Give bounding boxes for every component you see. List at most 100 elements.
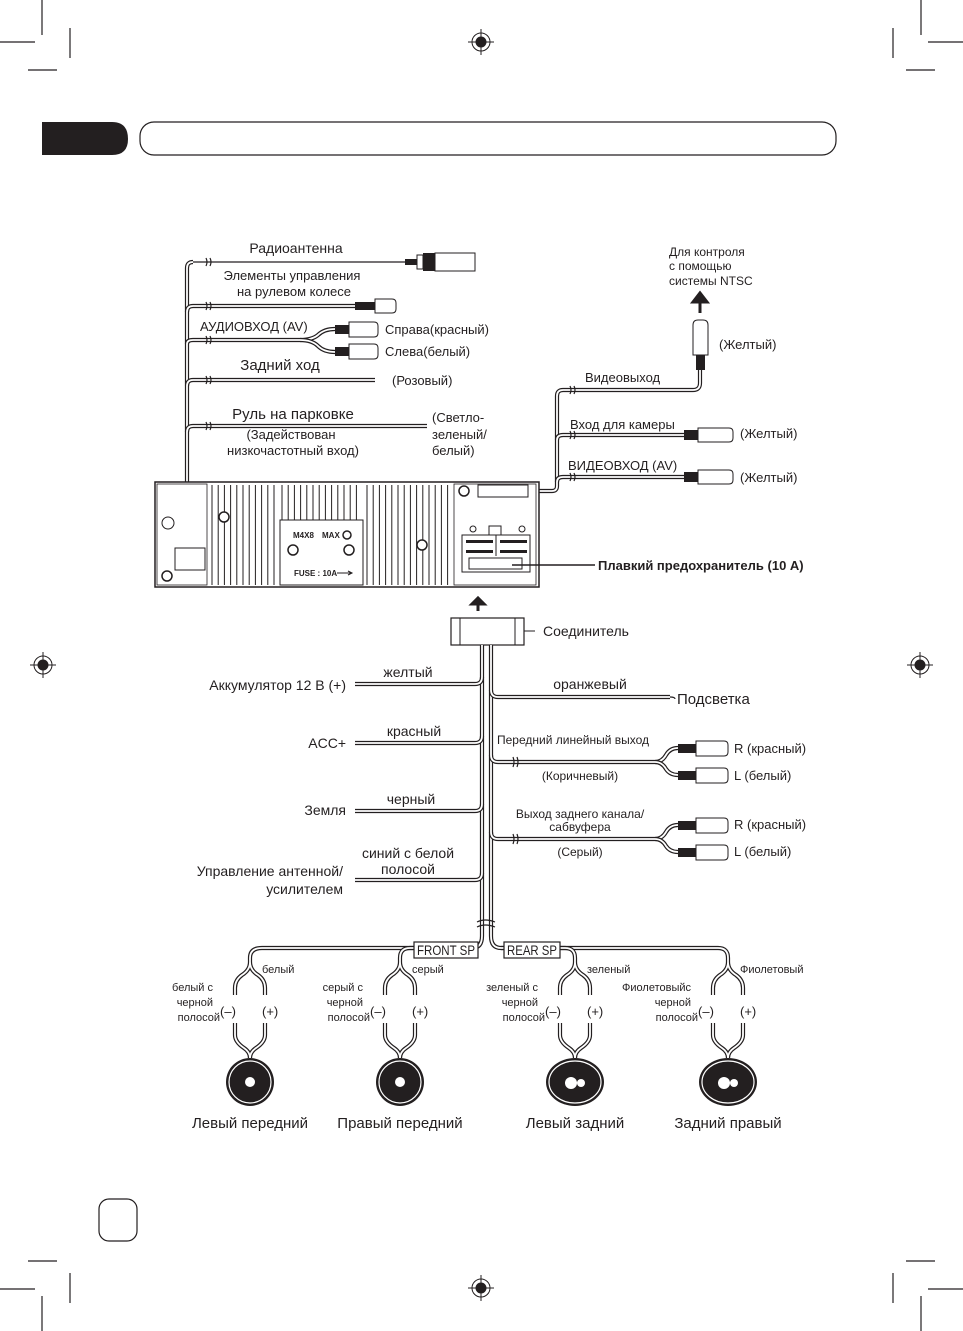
header-bar — [139, 121, 837, 156]
speaker-negative-wire-color-line1: зеленый с — [486, 982, 538, 994]
speaker-tweeter — [730, 1079, 738, 1087]
label-audio-in: АУДИОВХОД (AV) — [200, 319, 308, 334]
speaker-lead-bottom-inner — [384, 1023, 416, 1059]
speaker-negative-wire-color-line1: серый с — [323, 982, 364, 994]
speaker-minus-label: (–) — [370, 1004, 386, 1019]
speaker-name: Левый задний — [526, 1115, 625, 1132]
speaker-woofer — [718, 1077, 730, 1089]
speaker-ring — [701, 1060, 755, 1104]
speaker-lead-bottom — [557, 1023, 593, 1059]
speaker-woofer — [565, 1077, 577, 1089]
label-audio-left: Слева(белый) — [385, 344, 470, 359]
label-reverse-color: (Розовый) — [392, 373, 452, 388]
label-camera-in-color: (Желтый) — [740, 426, 797, 441]
label-antenna-control-color-line1: синий с белой — [362, 845, 454, 861]
label-steering-line1: Элементы управления — [224, 268, 361, 283]
speaker-lead-top-inner — [234, 958, 266, 995]
label-parking: Руль на парковке — [232, 406, 354, 423]
label-ntsc-line1: Для контроля — [669, 245, 745, 259]
speaker-positive-wire-color: Фиолетовый — [740, 964, 803, 976]
label-rear-l: L (белый) — [734, 844, 791, 859]
speaker-center — [245, 1077, 255, 1087]
label-video-out-color: (Желтый) — [719, 337, 776, 352]
speaker-4: (–)(+)ФиолетовыйФиолетовыйсчернойполосой… — [622, 958, 803, 1132]
rear-sp-tag: REAR SP — [507, 942, 557, 958]
label-audio-right: Справа(красный) — [385, 322, 489, 337]
speaker-ring — [548, 1060, 602, 1104]
speaker-plus-label: (+) — [412, 1004, 428, 1019]
label-front-line-color: (Коричневый) — [542, 769, 618, 783]
label-rear-line-out-line2: сабвуфера — [549, 820, 611, 834]
speaker-ring — [378, 1060, 422, 1104]
connector — [450, 617, 535, 646]
label-rear-line-color: (Серый) — [557, 845, 602, 859]
label-screw-size: M4X8 — [293, 531, 314, 540]
speaker-name: Задний правый — [674, 1115, 781, 1132]
speaker-lead-bottom-inner — [559, 1023, 591, 1059]
front-sp-tag: FRONT SP — [417, 942, 475, 958]
speaker-positive-wire-color: зеленый — [587, 964, 630, 976]
page-number-box — [98, 1198, 138, 1242]
label-illumination-color: оранжевый — [553, 676, 627, 692]
label-parking-color-line3: белый) — [432, 443, 475, 458]
speaker-positive-wire-color: серый — [412, 964, 444, 976]
label-illumination: Подсветка — [677, 691, 750, 708]
speaker-minus-label: (–) — [545, 1004, 561, 1019]
speaker-negative-wire-color-line3: полосой — [178, 1012, 220, 1024]
speaker-tweeter — [577, 1079, 585, 1087]
label-ground: Земля — [304, 802, 346, 818]
label-rear-line-out-line1: Выход заднего канала/ — [516, 807, 645, 821]
speaker-minus-label: (–) — [220, 1004, 236, 1019]
label-steering-line2: на рулевом колесе — [237, 284, 351, 299]
registration-mark-top — [468, 29, 494, 55]
label-rear-r: R (красный) — [734, 817, 806, 832]
registration-mark-left — [30, 652, 56, 678]
registration-mark-bottom — [468, 1275, 494, 1301]
heatsink-fins — [211, 485, 449, 585]
speaker-name: Левый передний — [192, 1115, 308, 1132]
label-parking-note-line1: (Задействован — [246, 427, 335, 442]
label-antenna-control-line1: Управление антенной/ — [197, 863, 343, 879]
registration-mark-right — [907, 652, 933, 678]
label-fuse-rating: FUSE : 10A — [294, 569, 337, 578]
label-video-out: Видеовыход — [585, 370, 661, 385]
speaker-plus-label: (+) — [740, 1004, 756, 1019]
label-ntsc-line2: с помощью — [669, 259, 732, 273]
label-front-line-out: Передний линейный выход — [497, 733, 649, 747]
label-camera-in: Вход для камеры — [570, 417, 675, 432]
label-antenna-control-line2: усилителем — [266, 881, 343, 897]
speaker-negative-wire-color-line2: черной — [655, 997, 691, 1009]
speaker-negative-wire-color-line3: полосой — [503, 1012, 545, 1024]
front-sp-tag-box — [413, 941, 479, 959]
label-ground-color: черный — [387, 791, 435, 807]
speaker-negative-wire-color-line2: черной — [502, 997, 538, 1009]
illumination-wire-end — [669, 696, 676, 700]
label-parking-note-line2: низкочастотный вход) — [227, 443, 359, 458]
speaker-plus-label: (+) — [587, 1004, 603, 1019]
speaker-lead-bottom — [710, 1023, 746, 1059]
label-fuse-callout: Плавкий предохранитель (10 A) — [598, 558, 804, 573]
speaker-minus-label: (–) — [698, 1004, 714, 1019]
label-acc: ACC+ — [308, 735, 346, 751]
label-max: MAX — [322, 531, 340, 540]
label-connector: Соединитель — [543, 623, 629, 639]
label-battery-color: желтый — [383, 664, 432, 680]
speaker-ring — [228, 1060, 272, 1104]
label-video-in-color: (Желтый) — [740, 470, 797, 485]
speaker-lead-bottom — [382, 1023, 418, 1059]
video-harness — [534, 290, 734, 494]
label-antenna-control-color-line2: полосой — [381, 861, 435, 877]
speaker-negative-wire-color-line1: Фиолетовыйс — [622, 982, 691, 994]
speaker-negative-wire-color-line2: черной — [177, 997, 213, 1009]
speaker-lead-bottom-inner — [234, 1023, 266, 1059]
label-front-l: L (белый) — [734, 768, 791, 783]
speaker-name: Правый передний — [337, 1115, 462, 1132]
label-parking-color-line1: (Светло- — [432, 410, 484, 425]
section-tab — [42, 122, 128, 155]
label-acc-color: красный — [387, 723, 441, 739]
speaker-negative-wire-color-line2: черной — [327, 997, 363, 1009]
speaker-lead-bottom — [232, 1023, 268, 1059]
